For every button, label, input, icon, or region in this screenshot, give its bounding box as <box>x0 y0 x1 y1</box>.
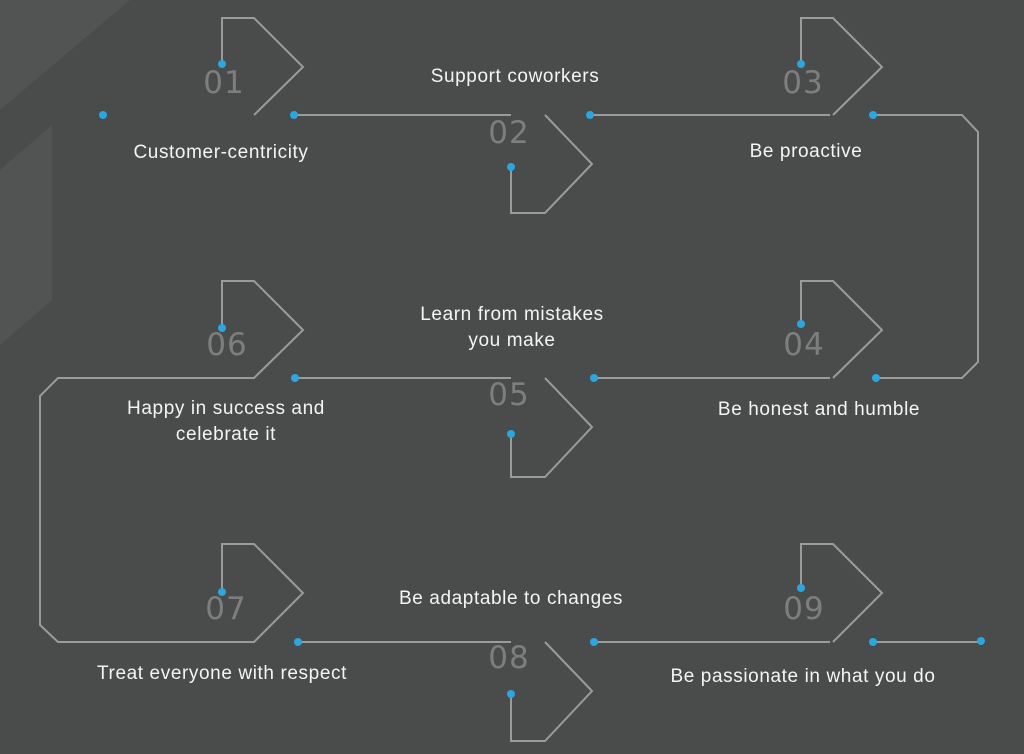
connector-end-dot <box>590 374 598 382</box>
step-node-dot <box>797 320 805 328</box>
connector-end-dot <box>586 111 594 119</box>
step-label: Treat everyone with respect <box>97 663 347 684</box>
step-arrow-shape <box>800 17 884 116</box>
step-number: 01 <box>203 65 244 101</box>
step-number: 03 <box>782 65 823 101</box>
step-number: 07 <box>205 591 246 627</box>
connector-end-dot <box>99 111 107 119</box>
connector-lines <box>39 114 980 643</box>
step-node-dot <box>507 690 515 698</box>
step-arrow-shape <box>221 280 305 379</box>
step-number: 02 <box>488 115 529 151</box>
step-label: Be adaptable to changes <box>399 588 623 609</box>
step-label: Happy in success and <box>127 398 325 419</box>
connector-line <box>39 377 255 643</box>
step-arrow-shape <box>221 17 305 116</box>
step-09: 09 Be passionate in what you do <box>590 543 985 687</box>
connector-end-dot <box>294 638 302 646</box>
step-label: you make <box>468 330 555 351</box>
step-02: 02 Support coworkers <box>431 66 600 214</box>
step-node-dot <box>507 163 515 171</box>
step-number: 06 <box>206 327 247 363</box>
connector-end-dot <box>872 374 880 382</box>
step-arrow-shape <box>800 280 884 379</box>
step-arrow-shape <box>800 543 884 643</box>
step-label: Be proactive <box>750 141 863 162</box>
step-number: 04 <box>783 327 824 363</box>
background-shapes <box>0 0 130 345</box>
step-label: Learn from mistakes <box>420 304 604 325</box>
bg-shape-bar <box>0 125 52 345</box>
step-03: 03 Be proactive <box>586 17 884 162</box>
step-node-dot <box>218 60 226 68</box>
step-label: Be passionate in what you do <box>670 666 935 687</box>
step-label: Customer-centricity <box>133 142 308 163</box>
step-label: Be honest and humble <box>718 399 920 420</box>
step-node-dot <box>218 588 226 596</box>
step-node-dot <box>218 324 226 332</box>
connector-end-dot <box>290 111 298 119</box>
step-arrow-shape <box>221 543 305 643</box>
step-08: 08 Be adaptable to changes <box>399 588 623 742</box>
connector-end-dot <box>291 374 299 382</box>
bg-shape-corner <box>0 0 130 110</box>
step-number: 05 <box>488 377 529 413</box>
step-label: celebrate it <box>176 424 276 445</box>
step-05: 05 Learn from mistakes you make <box>420 304 604 478</box>
step-04: 04 Be honest and humble <box>590 280 920 420</box>
step-node-dot <box>507 430 515 438</box>
connector-end-dot <box>869 111 877 119</box>
step-number: 08 <box>488 640 529 676</box>
connector-end-dot <box>869 638 877 646</box>
connector-line <box>873 114 979 379</box>
step-arrow-shape <box>510 114 594 214</box>
step-number: 09 <box>783 591 824 627</box>
connector-end-dot <box>977 637 985 645</box>
step-node-dot <box>797 584 805 592</box>
step-arrow-shape <box>510 377 594 478</box>
step-label: Support coworkers <box>431 66 600 87</box>
step-arrow-shape <box>510 641 594 742</box>
connector-end-dot <box>590 638 598 646</box>
step-node-dot <box>797 60 805 68</box>
